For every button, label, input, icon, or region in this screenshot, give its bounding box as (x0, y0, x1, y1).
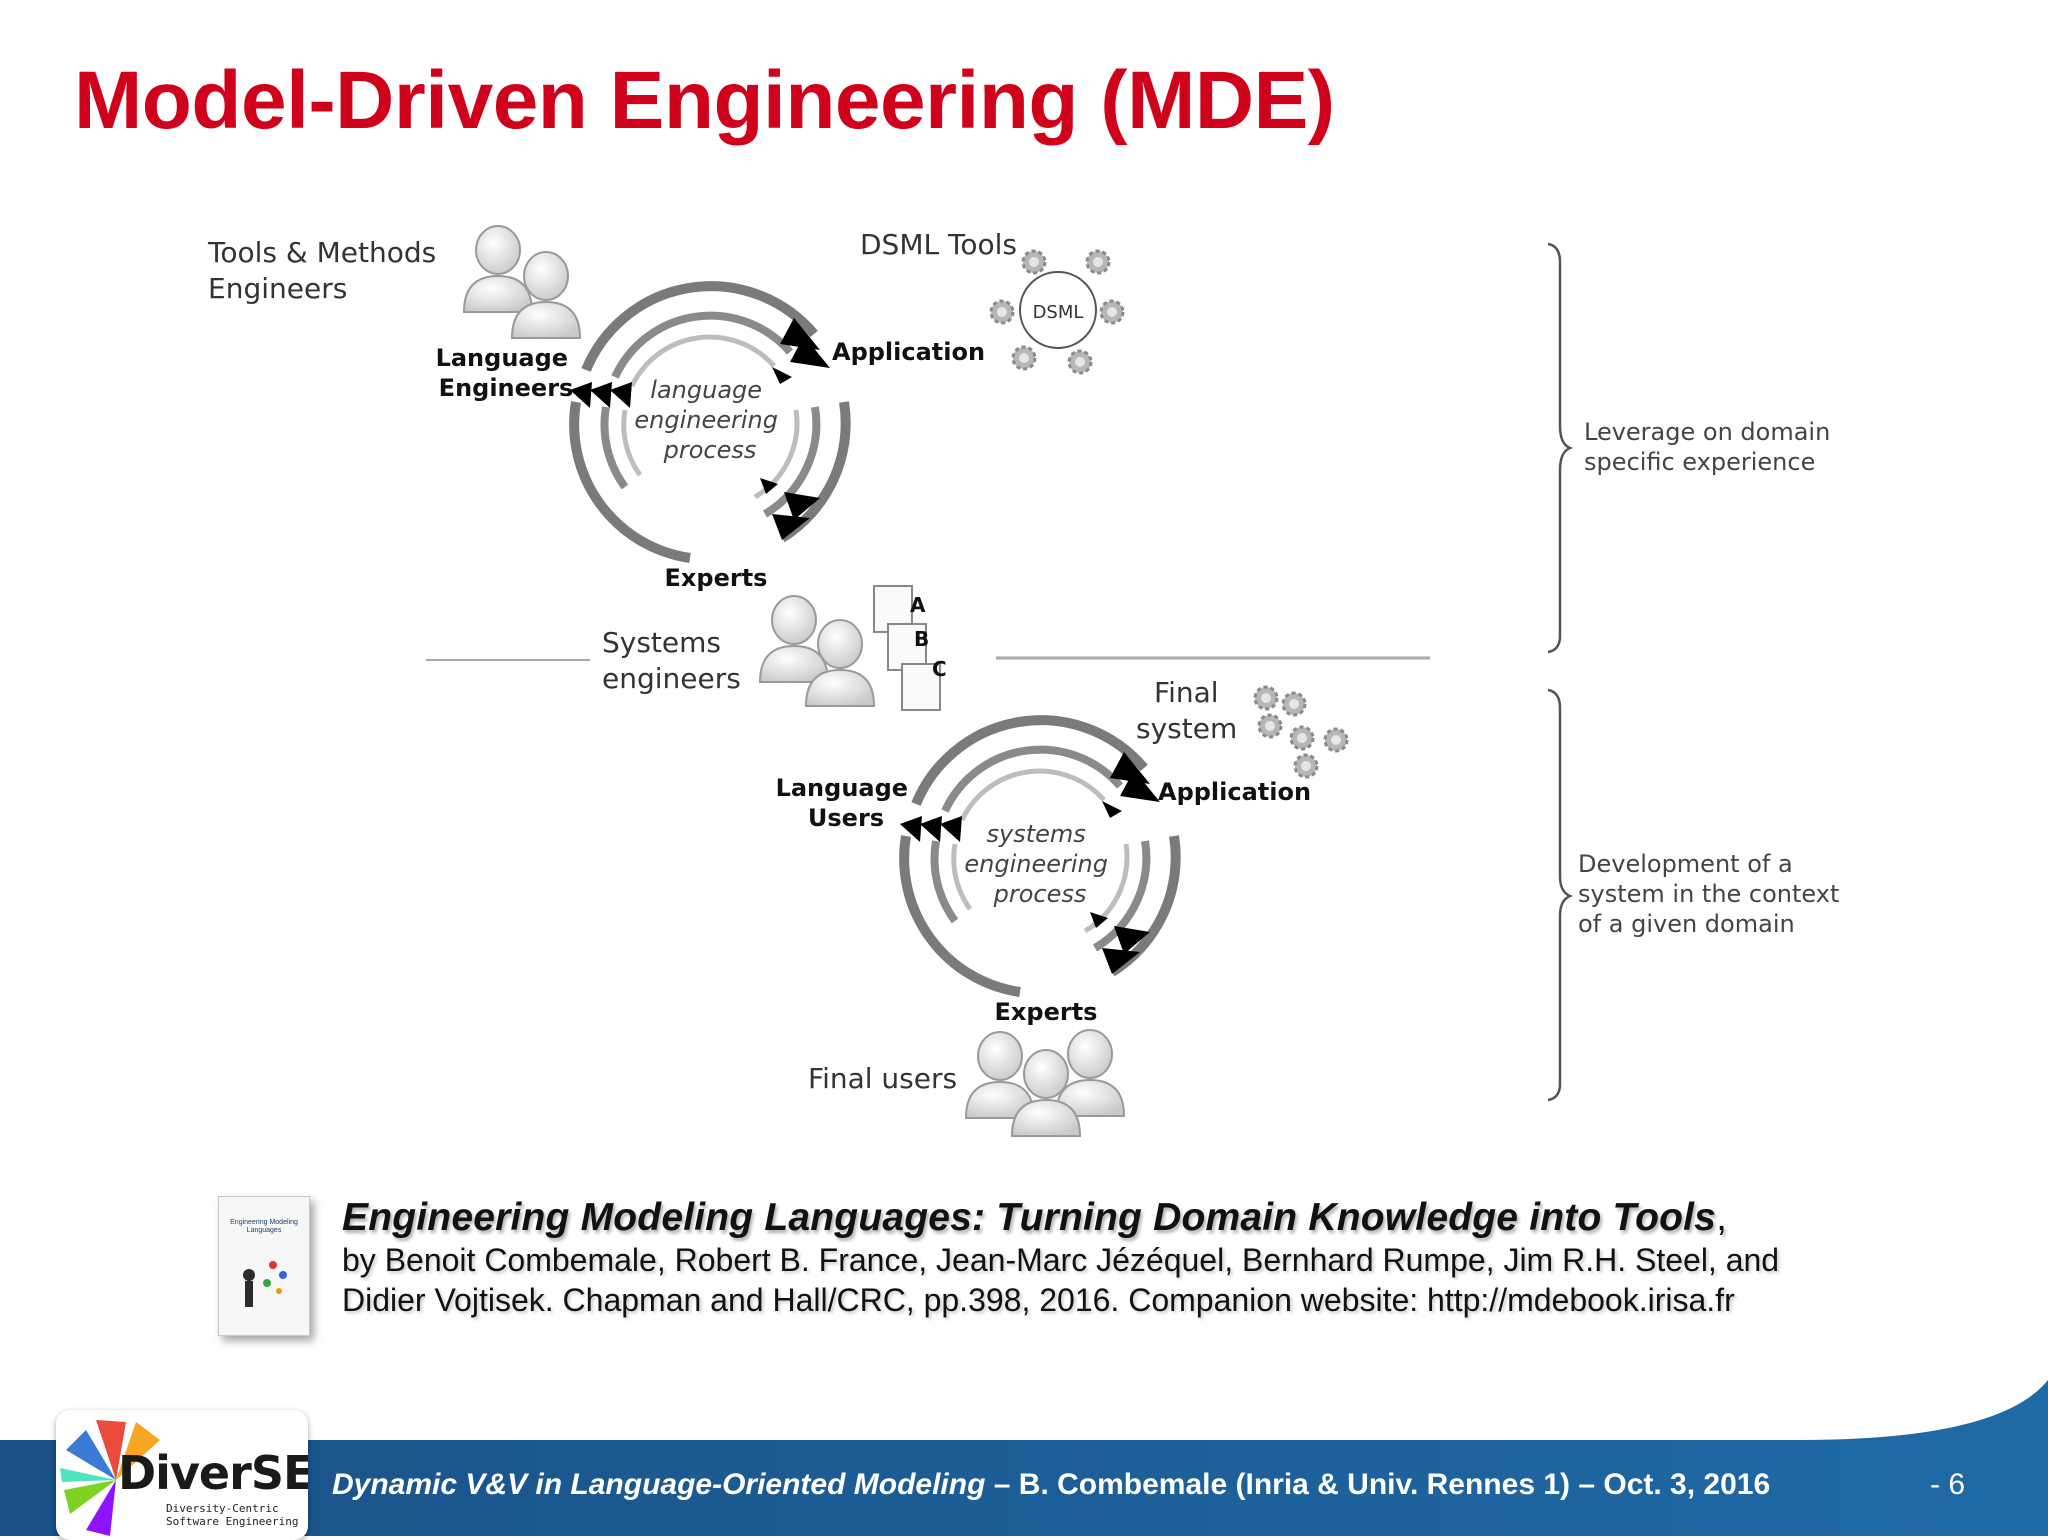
systems-process-label: systems engineering process (964, 820, 1115, 908)
document-a: A (910, 593, 926, 617)
brace-bottom (1547, 688, 1574, 1102)
gear-icon (1021, 249, 1047, 275)
gear-icon (1067, 349, 1093, 375)
gear-icon (1085, 249, 1111, 275)
page-number: - 6 (1930, 1468, 1966, 1501)
footer-author-date: – B. Combemale (Inria & Univ. Rennes 1) … (985, 1468, 1771, 1501)
book-cover-art (243, 1261, 287, 1307)
logo-subtitle: Diversity-Centric Software Engineering (166, 1502, 299, 1528)
systems-engineers-icon (759, 595, 875, 707)
book-cover-title: Engineering Modeling Languages (230, 1219, 298, 1234)
final-users-icon (965, 1029, 1125, 1137)
gear-icon (1289, 725, 1315, 751)
dsml-badge: DSML (1033, 302, 1084, 323)
slide-title: Model-Driven Engineering (MDE) (74, 55, 1335, 146)
gear-icon (1011, 345, 1037, 371)
tools-methods-engineers-icon (463, 225, 581, 339)
experts-label: Experts (665, 564, 768, 592)
logo-name: DiverSE (118, 1446, 308, 1500)
gear-icon (1253, 685, 1279, 711)
reference-authors: by Benoit Combemale, Robert B. France, J… (342, 1242, 1780, 1278)
footer-band (0, 1380, 2048, 1536)
logo-burst-icon (60, 1420, 160, 1536)
diverse-logo: DiverSE Diversity-Centric Software Engin… (56, 1410, 308, 1540)
tools-methods-engineers-label: Tools & Methods Engineers (207, 236, 445, 305)
brace-bottom-label: Development of a system in the context o… (1578, 850, 1847, 938)
dsml-tools-label: DSML Tools (860, 228, 1017, 261)
reference-publisher: Didier Vojtisek. Chapman and Hall/CRC, p… (342, 1282, 1735, 1318)
gear-icon (1257, 713, 1283, 739)
bottom-section: Final system systems engineering process… (776, 676, 1349, 1137)
reference-citation: Engineering Modeling Languages: Turning … (342, 1196, 1902, 1320)
final-system-label: Final system (1136, 676, 1237, 745)
footer-text: Dynamic V&V in Language-Oriented Modelin… (332, 1468, 1770, 1502)
brace-top-label: Leverage on domain specific experience (1584, 418, 1838, 476)
document-b: B (914, 627, 929, 651)
gear-icon (1323, 727, 1349, 753)
gear-icon (1099, 299, 1125, 325)
top-section: Tools & Methods Engineers DSML Tools DSM… (207, 225, 1125, 592)
reference-title: Engineering Modeling Languages: Turning … (342, 1196, 1717, 1239)
language-users-label: Language Users (776, 774, 917, 832)
brace-top (1547, 242, 1574, 654)
language-engineers-label: Language Engineers (436, 344, 577, 402)
mde-diagram: Tools & Methods Engineers DSML Tools DSM… (207, 225, 1847, 1137)
reference-title-suffix: , (1716, 1196, 1728, 1239)
final-users-label: Final users (808, 1062, 957, 1095)
application-label: Application (832, 338, 985, 366)
footer-talk-title: Dynamic V&V in Language-Oriented Modelin… (332, 1468, 986, 1501)
book-cover-thumbnail: Engineering Modeling Languages (218, 1196, 310, 1336)
document-stack: A B C (873, 585, 947, 711)
gear-icon (1281, 691, 1307, 717)
document-c: C (932, 657, 947, 681)
dsml-gear-cluster: DSML (989, 249, 1125, 375)
process-label: language engineering process (634, 376, 785, 464)
experts-label-bottom: Experts (995, 998, 1098, 1026)
systems-engineers-label: Systems engineers (602, 626, 741, 695)
application-label-bottom: Application (1158, 778, 1311, 806)
gear-icon (989, 299, 1015, 325)
gear-icon (1293, 753, 1319, 779)
